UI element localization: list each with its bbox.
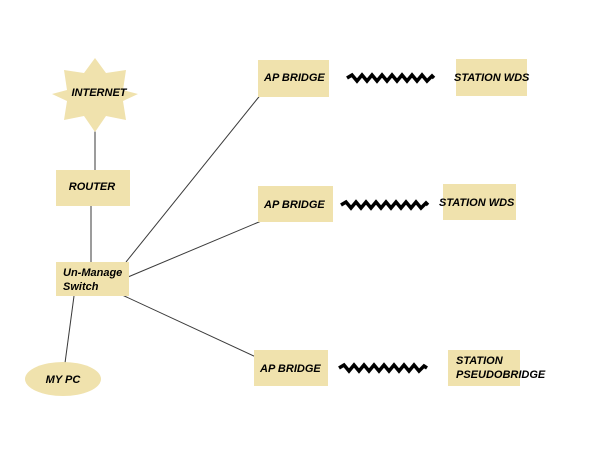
apbridge-3-box bbox=[254, 350, 328, 386]
apbridge-1-node: AP BRIDGE bbox=[258, 60, 329, 97]
router-node: ROUTER bbox=[56, 170, 130, 206]
mypc-label: MY PC bbox=[46, 374, 82, 386]
link-switch-apbridge-1 bbox=[125, 92, 263, 263]
mypc-ellipse bbox=[25, 362, 101, 396]
switch-label-line2: Switch bbox=[63, 281, 99, 293]
wireless-link-2 bbox=[340, 199, 430, 211]
station-2-label: STATION WDS bbox=[439, 197, 515, 209]
station-1-label: STATION WDS bbox=[454, 72, 530, 84]
apbridge-1-box bbox=[258, 60, 329, 97]
wireless-link-3 bbox=[338, 362, 428, 374]
station-3-label-line1: STATION bbox=[456, 355, 504, 367]
station-1-box bbox=[456, 59, 527, 96]
apbridge-3-node: AP BRIDGE bbox=[254, 350, 328, 386]
switch-node: Un-Manage Switch bbox=[56, 262, 129, 296]
apbridge-1-label: AP BRIDGE bbox=[263, 72, 325, 84]
station-3-node: STATION PSEUDOBRIDGE bbox=[448, 350, 546, 386]
internet-node: INTERNET bbox=[52, 58, 138, 132]
station-1-node: STATION WDS bbox=[454, 59, 530, 96]
link-switch-apbridge-2 bbox=[127, 218, 267, 278]
router-box bbox=[56, 170, 130, 206]
switch-label-line1: Un-Manage bbox=[63, 267, 122, 279]
station-2-node: STATION WDS bbox=[439, 184, 516, 220]
wireless-links bbox=[338, 72, 436, 374]
apbridge-2-box bbox=[258, 186, 333, 222]
station-2-box bbox=[443, 184, 516, 220]
wired-links bbox=[64, 92, 267, 364]
internet-label: INTERNET bbox=[72, 87, 128, 99]
apbridge-2-node: AP BRIDGE bbox=[258, 186, 333, 222]
link-switch-mypc bbox=[64, 295, 75, 364]
mypc-node: MY PC bbox=[25, 362, 101, 396]
station-3-box bbox=[448, 350, 520, 386]
internet-star-shape bbox=[52, 58, 138, 132]
link-switch-apbridge-3 bbox=[119, 293, 259, 359]
apbridge-2-label: AP BRIDGE bbox=[263, 199, 325, 211]
router-label: ROUTER bbox=[69, 181, 116, 193]
wireless-link-1 bbox=[346, 72, 436, 84]
switch-box bbox=[56, 262, 129, 296]
apbridge-3-label: AP BRIDGE bbox=[259, 363, 321, 375]
station-3-label-line2: PSEUDOBRIDGE bbox=[456, 369, 546, 381]
